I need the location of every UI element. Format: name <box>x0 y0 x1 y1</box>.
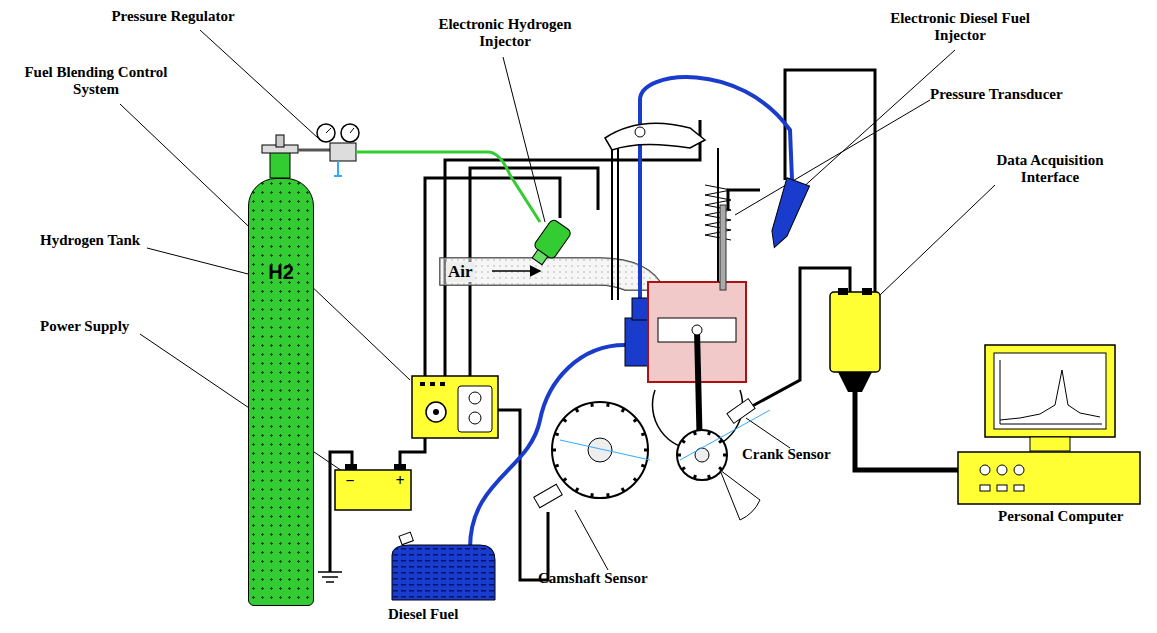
engine <box>605 123 746 455</box>
hydrogen-tank: H2 <box>248 178 314 606</box>
usb-cable <box>855 385 960 470</box>
fuel-blending-controller <box>412 376 498 438</box>
battery <box>335 464 411 510</box>
crank-gear <box>677 430 760 520</box>
part-label: Personal Computer <box>998 508 1148 525</box>
camshaft-gear <box>552 402 648 498</box>
crank-sensor <box>727 399 755 424</box>
part-label: Diesel Fuel <box>388 606 498 623</box>
terminal-sign: − <box>342 472 358 489</box>
air-intake: Air <box>446 260 496 284</box>
diesel-injector <box>763 178 809 252</box>
part-label: Data Acquisition Interface <box>975 152 1125 186</box>
hydrogen-hose <box>356 152 540 222</box>
part-label: Pressure Transducer <box>930 86 1110 103</box>
daq-box <box>830 288 880 392</box>
diesel-high-pressure-line <box>640 77 792 300</box>
camshaft-sensor <box>534 484 563 507</box>
node-text: H2 <box>249 261 313 284</box>
ground-symbol <box>318 572 342 582</box>
part-label: Crank Sensor <box>742 446 862 463</box>
signal-wires <box>330 70 875 580</box>
part-label: Electronic Diesel Fuel Injector <box>870 10 1050 44</box>
part-label: Camshaft Sensor <box>538 570 698 587</box>
diesel-tank <box>392 532 495 600</box>
intake-manifold <box>440 258 665 290</box>
personal-computer <box>958 345 1140 504</box>
node-text: Air <box>446 262 475 282</box>
terminal-sign: + <box>392 472 408 489</box>
part-label: Power Supply <box>40 318 160 335</box>
part-label: Fuel Blending Control System <box>6 64 186 98</box>
pressure-transducer <box>720 205 726 290</box>
part-label: Electronic Hydrogen Injector <box>415 16 595 50</box>
part-label: Hydrogen Tank <box>40 232 160 249</box>
pressure-regulator <box>298 124 359 176</box>
part-label: Pressure Regulator <box>88 8 258 25</box>
hydrogen-injector <box>527 218 572 268</box>
tank-valve <box>262 135 298 178</box>
